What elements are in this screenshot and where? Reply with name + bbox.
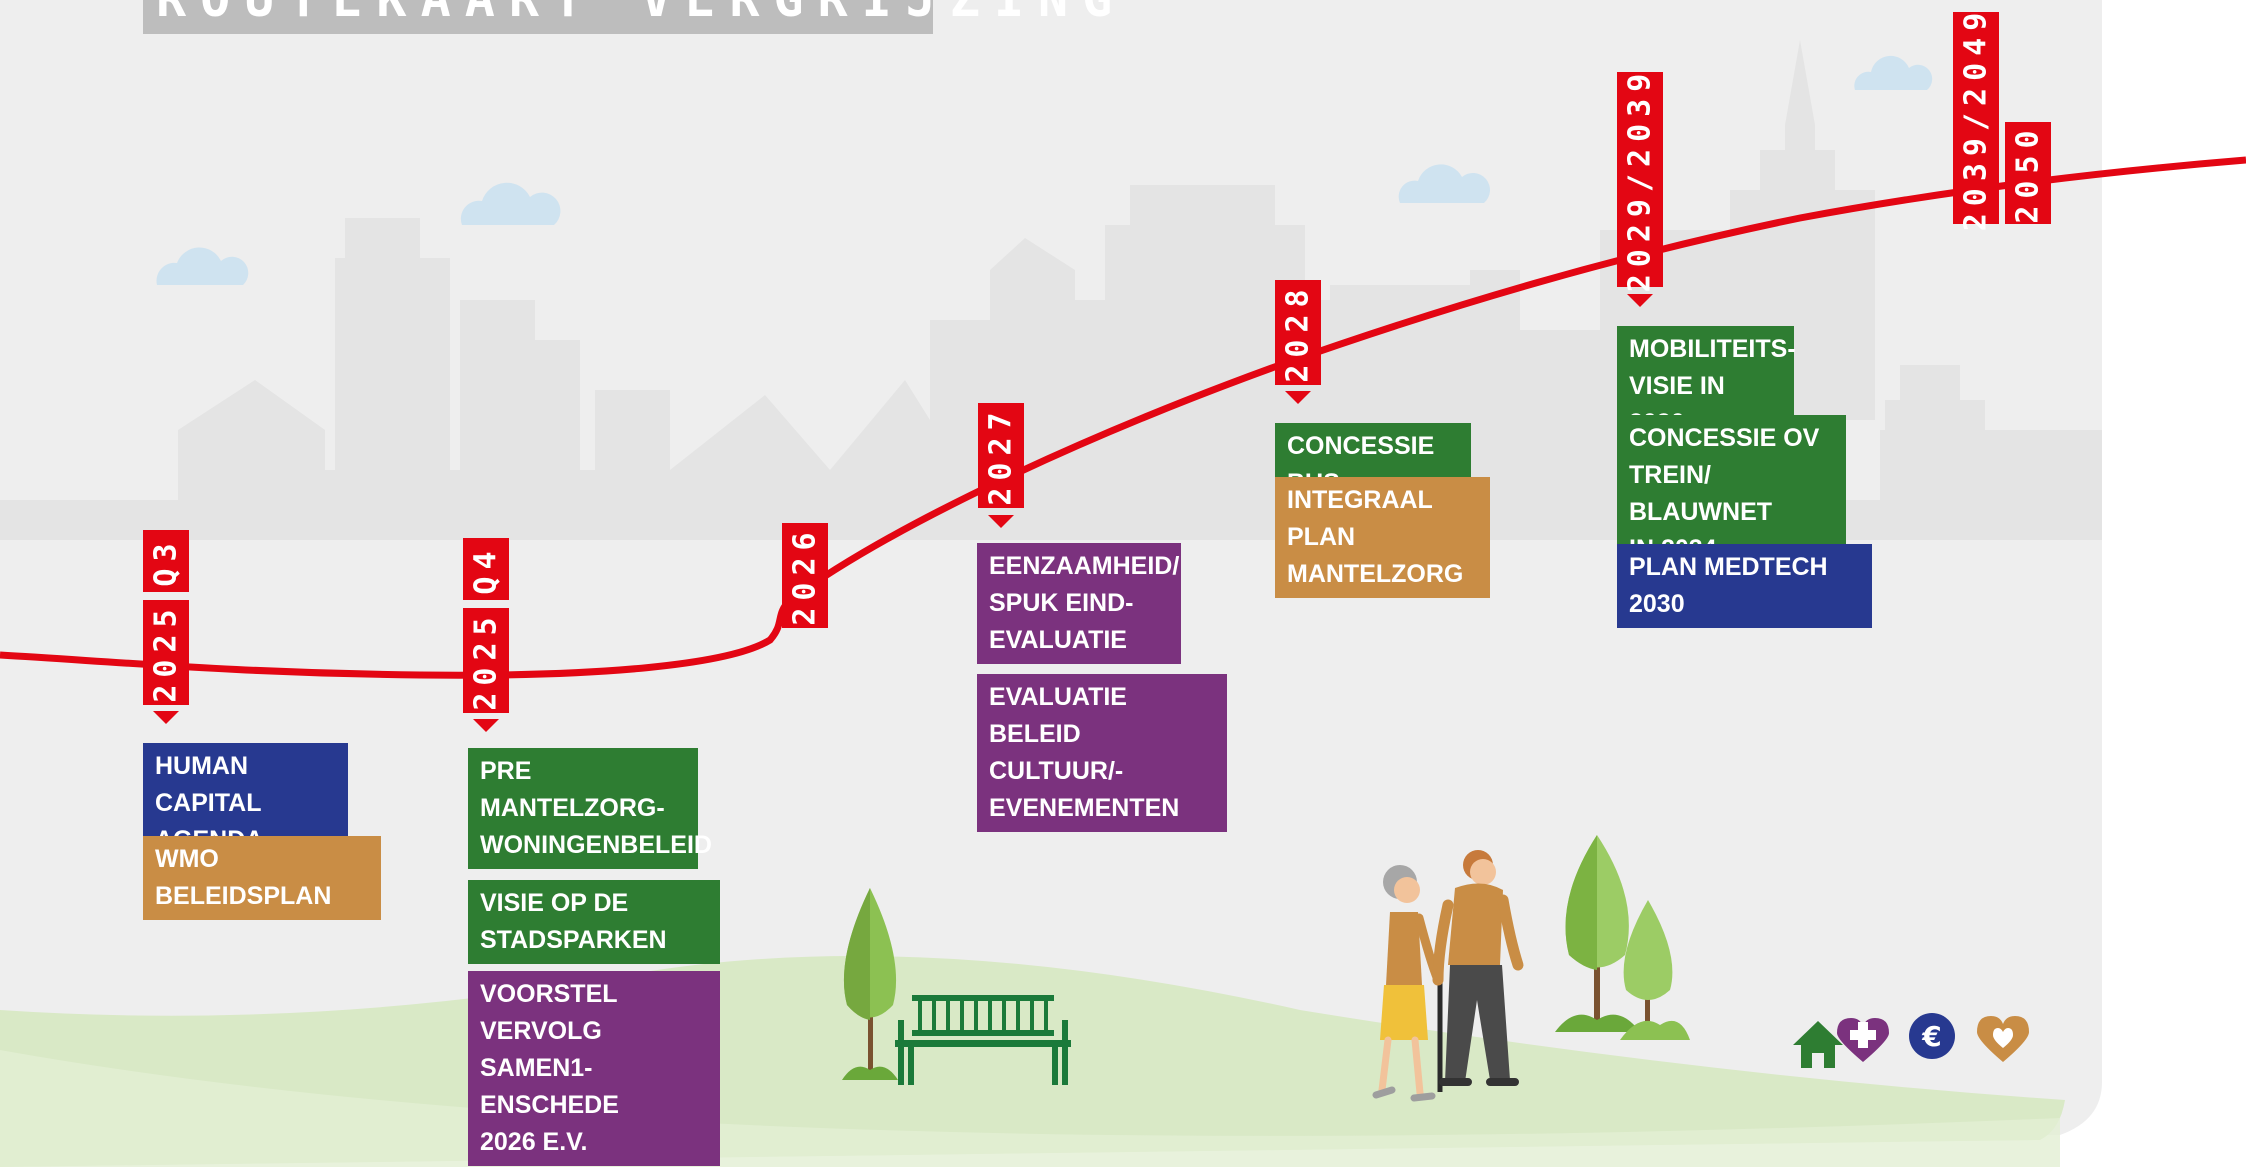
- card-wmo-beleidsplan: WMO BELEIDSPLAN: [143, 836, 381, 920]
- milestone-quarter-tag: Q4: [463, 538, 509, 600]
- milestone-pointer: [988, 515, 1014, 528]
- milestone-pointer: [1285, 391, 1311, 404]
- card-voorstel-vervolg-samen1-enschede: VOORSTEL VERVOLG SAMEN1-ENSCHEDE 2026 E.…: [468, 971, 720, 1166]
- milestone-quarter-tag: Q3: [143, 530, 189, 592]
- timeline-curve: [0, 156, 2246, 679]
- svg-text:€: €: [1921, 1020, 1941, 1053]
- heart-icon: [1977, 1016, 2029, 1062]
- milestone-year-tag: 2025: [143, 600, 189, 705]
- milestone-pointer: [153, 711, 179, 724]
- card-pre-mantelzorg-woningenbeleid: PRE MANTELZORG- WONINGENBELEID: [468, 748, 712, 869]
- title-bar: [143, 0, 933, 34]
- card-visie-op-de-stadsparken: VISIE OP DE STADSPARKEN: [468, 880, 720, 964]
- elderly-couple-illustration: [1372, 850, 1524, 1102]
- milestone-year-tag: 2039/2049: [1953, 5, 1999, 231]
- milestone-year-tag: 2029/2039: [1617, 67, 1663, 292]
- card-plan-medtech-2030: PLAN MEDTECH 2030: [1617, 544, 1872, 628]
- page-title: ROUTEKAART VERGRIJZING: [156, 0, 1126, 28]
- milestone-year-tag: 2027: [978, 403, 1024, 508]
- milestone-year-tag: 2025: [463, 608, 509, 713]
- milestone-year-tag: 2050: [2005, 122, 2051, 224]
- tree-icon: [1555, 835, 1690, 1040]
- cloud-icon: [156, 55, 1933, 285]
- legend-icons: €: [1793, 1013, 2029, 1068]
- bench-icon: [895, 995, 1071, 1085]
- milestone-year-tag: 2026: [782, 523, 828, 628]
- milestone-pointer: [473, 719, 499, 732]
- tree-icon: [842, 888, 898, 1080]
- milestone-pointer: [1627, 294, 1653, 307]
- card-evaluatie-beleid-cultuur-evenementen: EVALUATIE BELEID CULTUUR/- EVENEMENTEN: [977, 674, 1227, 832]
- card-eenzaamheid-spuk-evaluatie: EENZAAMHEID/ SPUK EIND- EVALUATIE: [977, 543, 1181, 664]
- heart-plus-icon: [1837, 1018, 1889, 1062]
- house-icon: [1793, 1021, 1843, 1068]
- milestone-year-tag: 2028: [1275, 280, 1321, 385]
- right-margin: [2102, 0, 2246, 1167]
- card-integraal-plan-mantelzorg: INTEGRAAL PLAN MANTELZORG: [1275, 477, 1490, 598]
- euro-icon: €: [1909, 1013, 1955, 1059]
